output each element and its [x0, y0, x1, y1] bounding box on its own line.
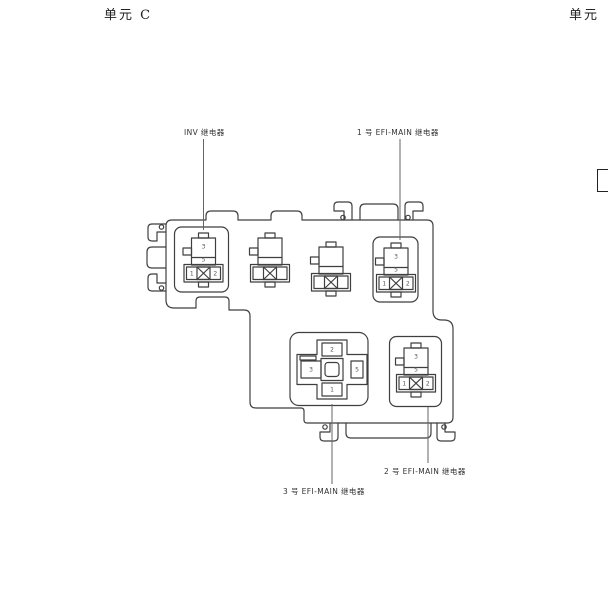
right-edge-partial-frame [597, 169, 608, 192]
efi3-pin-5: 5 [355, 367, 359, 374]
efi3-center-inner [324, 361, 340, 378]
efi3-center-outer [320, 357, 344, 382]
efi3-cell-top [321, 342, 343, 357]
bottom-hook-left [319, 422, 339, 442]
efi2-pin-1: 1 [402, 381, 406, 388]
label-efi-main-3: 3 号 EFI-MAIN 继电器 [283, 487, 365, 496]
top-hook-right [404, 201, 424, 221]
left-hook-bottom [147, 273, 167, 292]
efi3-pin-1: 1 [330, 387, 334, 394]
unit-title-left: 单元 C [104, 8, 153, 23]
unit-title-right: 单元 [569, 8, 600, 23]
top-mount-hole-left [340, 214, 346, 221]
left-hook-top [147, 223, 167, 242]
efi3-pin-2: 2 [330, 347, 334, 354]
efi3-key-bar [299, 355, 317, 361]
top-mount-hole-right [405, 214, 411, 221]
efi2-pin-3: 3 [414, 354, 418, 361]
efi1-relay-container [372, 236, 419, 303]
top-mount-tab [359, 203, 399, 221]
efi1-pin-5: 5 [394, 267, 398, 274]
label-inv-relay: INV 继电器 [184, 128, 225, 137]
efi3-cross-socket [296, 339, 368, 400]
inv-pin-1: 1 [190, 271, 194, 278]
efi1-pin-3: 3 [394, 254, 398, 261]
inv-pin-2: 2 [213, 271, 217, 278]
bottom-mount-hole-left [322, 424, 328, 430]
efi2-pin-5: 5 [414, 367, 418, 374]
efi3-cell-right [350, 360, 364, 379]
efi3-cell-bottom [321, 382, 343, 397]
efi3-relay-container [289, 331, 369, 407]
efi2-relay-container [388, 335, 443, 408]
label-efi-main-1: 1 号 EFI-MAIN 继电器 [357, 128, 439, 137]
bottom-hook-right [436, 422, 456, 442]
top-hook-left [333, 201, 353, 221]
bottom-mount-tab [345, 422, 432, 439]
left-mount-hole-bottom [158, 285, 165, 291]
efi3-pin-3: 3 [309, 367, 313, 374]
efi1-pin-1: 1 [382, 281, 386, 288]
inv-pin-5: 5 [202, 257, 206, 264]
efi2-pin-2: 2 [426, 381, 430, 388]
bottom-mount-hole-right [441, 424, 447, 430]
inv-pin-3: 3 [202, 244, 206, 251]
efi1-pin-2: 2 [406, 281, 410, 288]
inv-relay-container [173, 226, 230, 293]
left-mount-tab [146, 246, 167, 269]
label-efi-main-2: 2 号 EFI-MAIN 继电器 [384, 467, 466, 476]
left-mount-hole-top [158, 224, 165, 230]
efi3-cross-outline [296, 339, 368, 400]
relay-box-outline [165, 210, 454, 424]
